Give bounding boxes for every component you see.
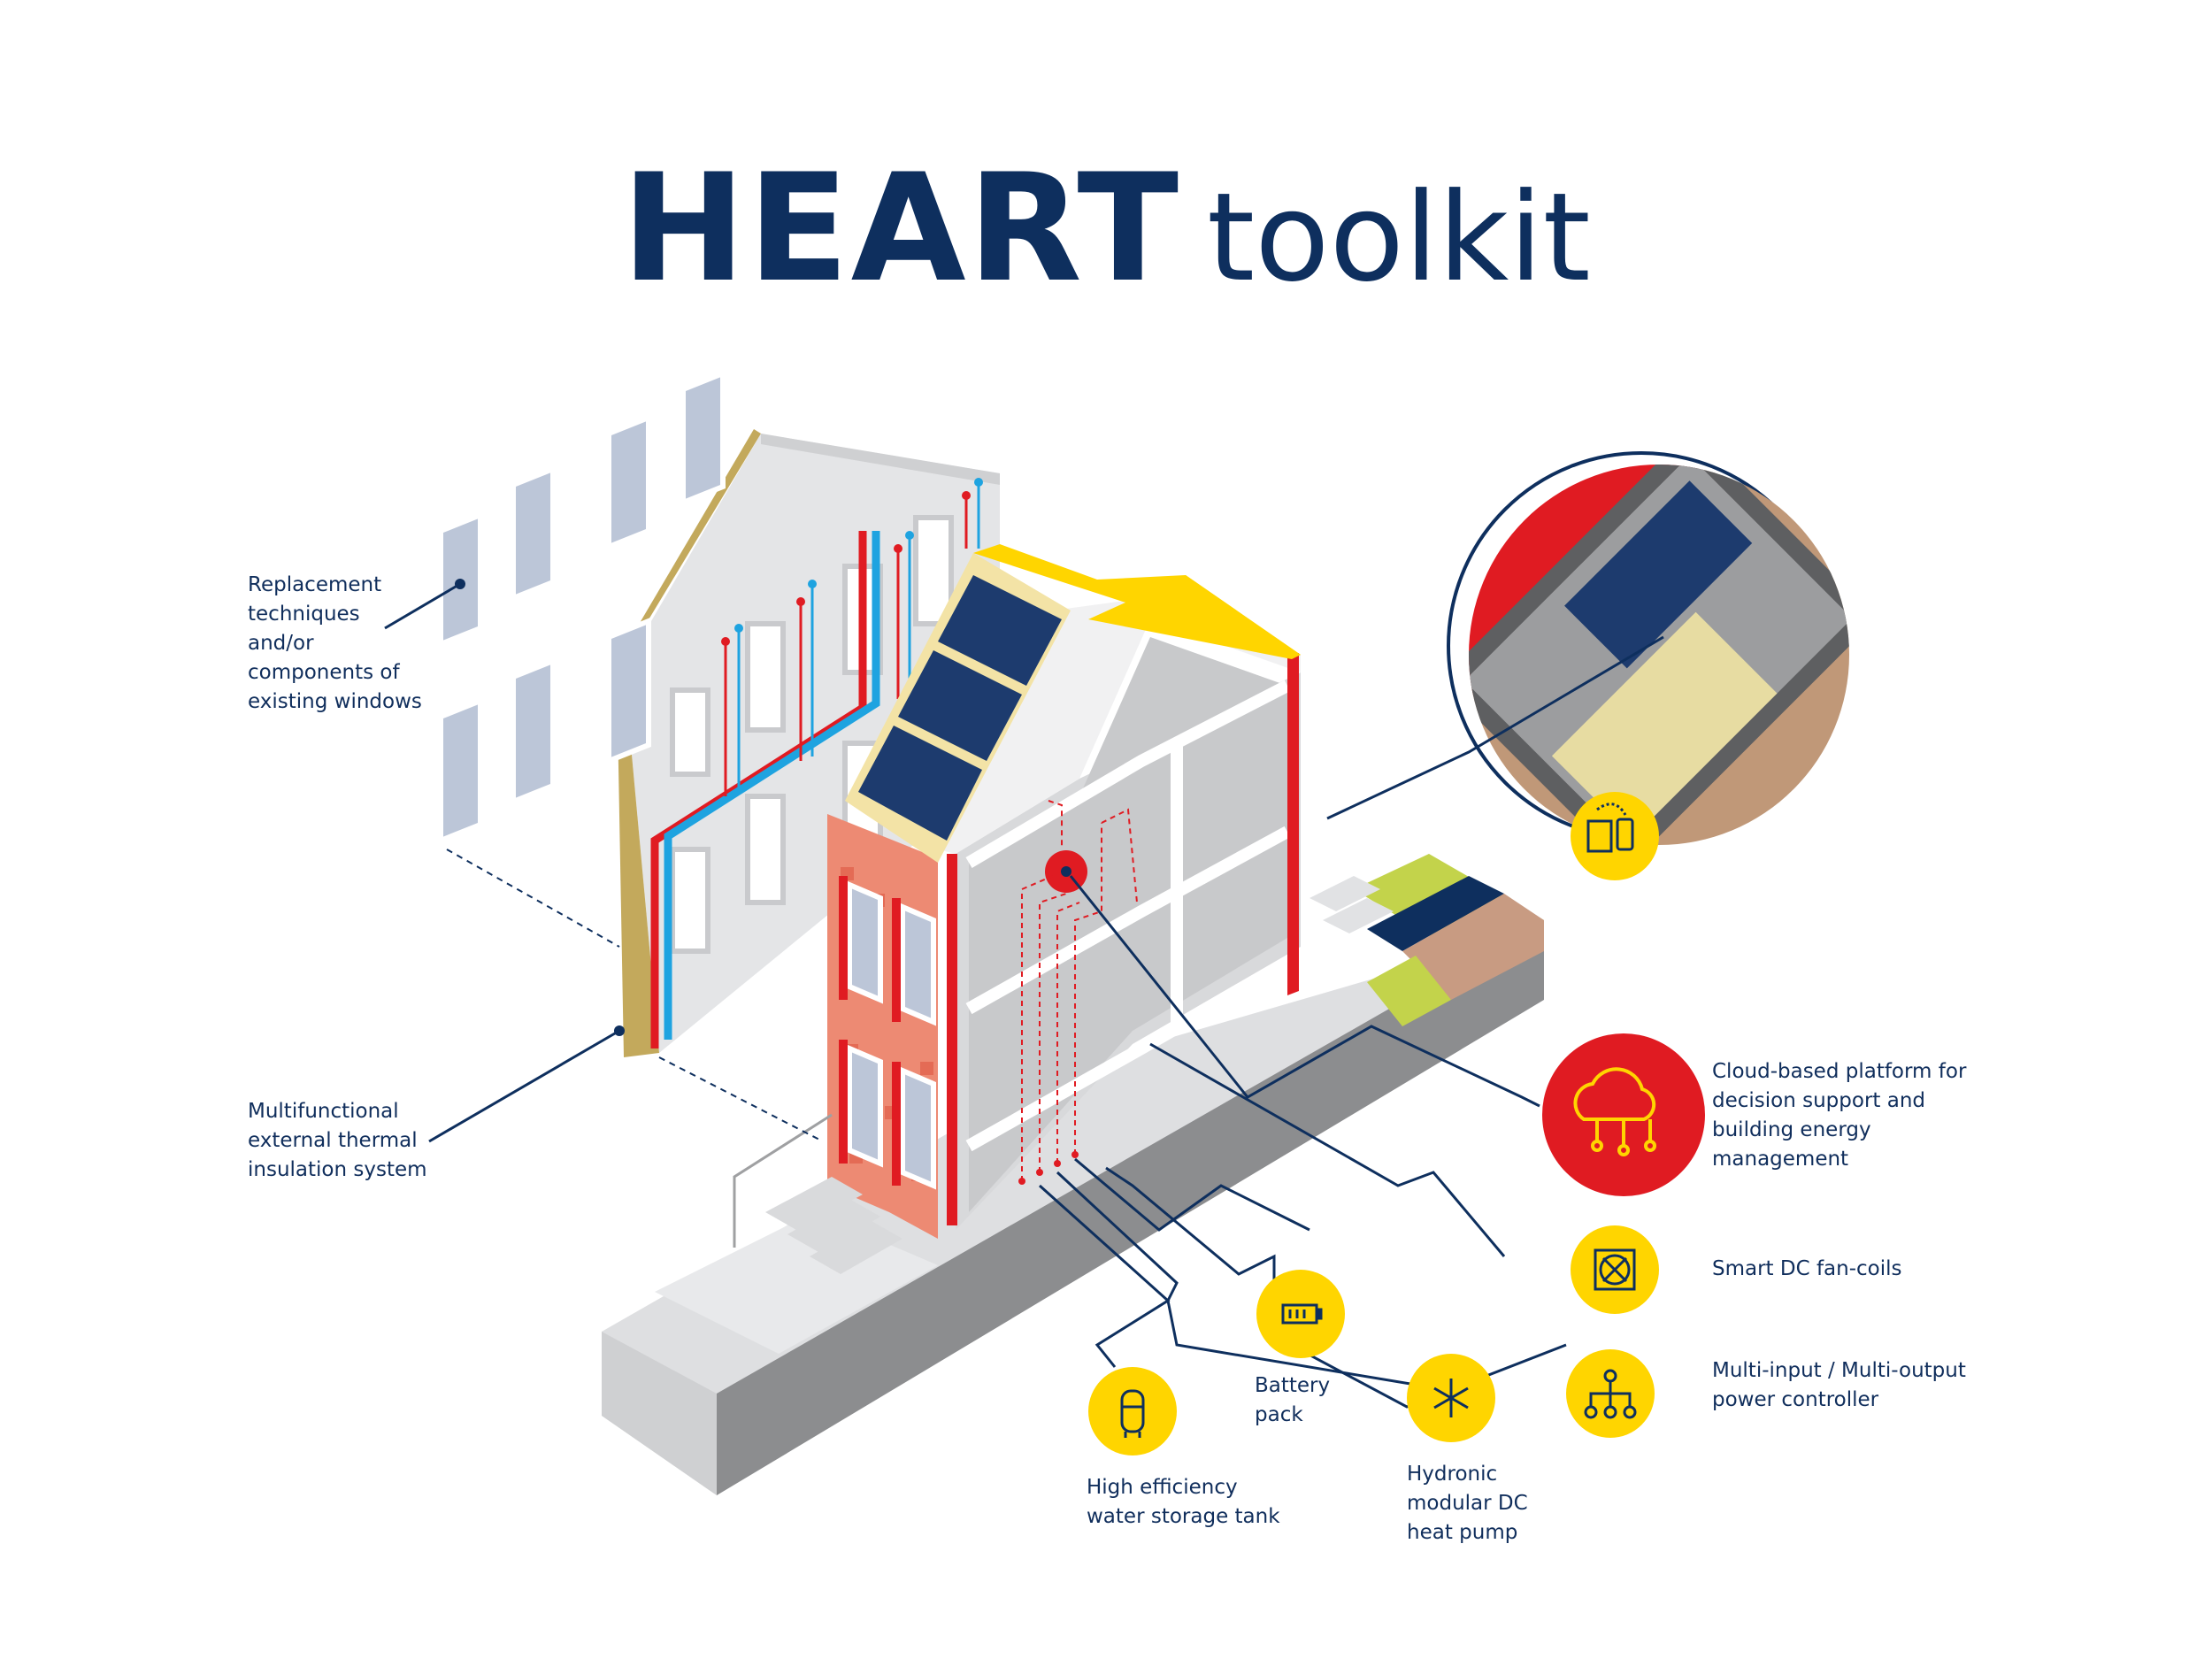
title-light: toolkit <box>1207 166 1591 309</box>
solar-panels <box>845 553 1071 863</box>
label-water-tank: High efficiency water storage tank <box>1087 1476 1280 1528</box>
controller-icon-badge <box>1566 1349 1655 1438</box>
fancoil-icon-badge <box>1571 1225 1659 1314</box>
snowflake-icon <box>1433 1379 1469 1417</box>
heatpump-icon-badge <box>1407 1354 1495 1442</box>
label-power-controller: Multi-input / Multi-output power control… <box>1712 1359 1966 1411</box>
hierarchy-network-icon <box>1584 1369 1637 1419</box>
fan-coil-icon <box>1594 1248 1636 1291</box>
main-house <box>733 544 1394 1274</box>
existing-facade <box>611 429 1000 1057</box>
label-windows: Replacement techniques and/or components… <box>248 573 422 713</box>
label-insulation: Multifunctional external thermal insulat… <box>248 1100 427 1181</box>
tank-icon-badge <box>1088 1367 1177 1455</box>
title-bold: HEART <box>621 142 1181 315</box>
cloud-network-icon <box>1573 1067 1656 1156</box>
water-tank-icon <box>1120 1389 1145 1438</box>
label-heat-pump: Hydronic modular DC heat pump <box>1407 1463 1528 1544</box>
label-fan-coils: Smart DC fan-coils <box>1712 1257 1902 1280</box>
battery-icon-badge <box>1256 1270 1345 1358</box>
label-cloud-platform: Cloud-based platform for decision suppor… <box>1712 1060 1967 1171</box>
garden <box>1354 854 1544 1026</box>
connector-lines <box>384 582 1664 1409</box>
label-battery-pack: Battery pack <box>1255 1374 1331 1426</box>
dashed-guides <box>446 849 824 1142</box>
battery-icon <box>1281 1303 1323 1325</box>
cloud-icon-badge <box>1542 1033 1705 1196</box>
building-and-phone-icon <box>1586 803 1634 853</box>
roof-detail-inset <box>1447 451 1849 880</box>
